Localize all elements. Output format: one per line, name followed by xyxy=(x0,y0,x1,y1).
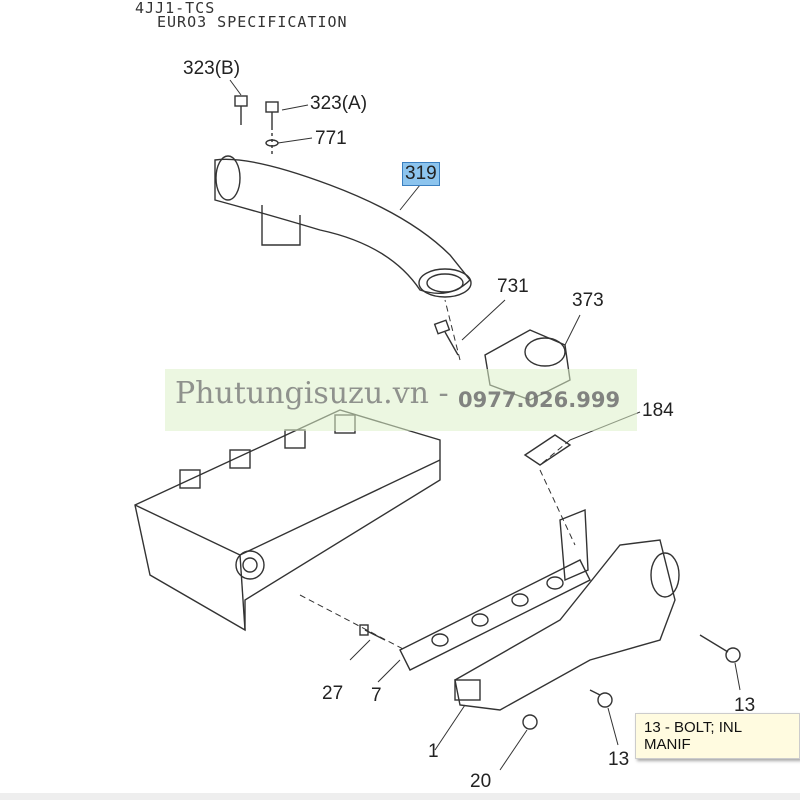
hose-319[interactable] xyxy=(214,155,472,298)
callout-27[interactable]: 27 xyxy=(322,683,344,704)
bolt-13-lower[interactable] xyxy=(589,689,613,708)
model-label: 4JJ1-TCS xyxy=(135,0,216,17)
part-tooltip: 13 - BOLT; INL MANIF xyxy=(635,713,800,759)
gasket-184[interactable] xyxy=(523,434,572,466)
nut-20[interactable] xyxy=(522,714,538,730)
spec-label: EURO3 SPECIFICATION xyxy=(157,13,348,31)
callout-731[interactable]: 731 xyxy=(497,276,529,297)
callout-184[interactable]: 184 xyxy=(642,400,674,421)
callout-319-selected[interactable]: 319 xyxy=(402,162,440,186)
bolt-13-right[interactable] xyxy=(699,634,741,663)
bolt-323a[interactable] xyxy=(265,101,279,130)
bolt-731[interactable] xyxy=(433,319,459,356)
cylinder-head[interactable] xyxy=(134,409,441,632)
callout-20[interactable]: 20 xyxy=(470,771,492,792)
bottom-bar xyxy=(0,793,800,800)
watermark-phone: 0977.026.999 xyxy=(458,388,621,412)
callout-1[interactable]: 1 xyxy=(428,741,439,762)
callout-323b[interactable]: 323(B) xyxy=(183,58,241,79)
callout-13-right[interactable]: 13 xyxy=(734,695,756,716)
callout-373[interactable]: 373 xyxy=(572,290,604,311)
callout-771[interactable]: 771 xyxy=(315,128,347,149)
callout-323a[interactable]: 323(A) xyxy=(310,93,368,114)
watermark-site: Phutungisuzu.vn - xyxy=(175,376,449,411)
bolt-323b[interactable] xyxy=(234,95,248,125)
callout-13-lower[interactable]: 13 xyxy=(608,749,630,770)
intake-manifold-1[interactable] xyxy=(454,539,680,711)
gasket-7[interactable] xyxy=(399,508,591,671)
watermark-band xyxy=(165,369,637,431)
callout-7[interactable]: 7 xyxy=(371,685,382,706)
